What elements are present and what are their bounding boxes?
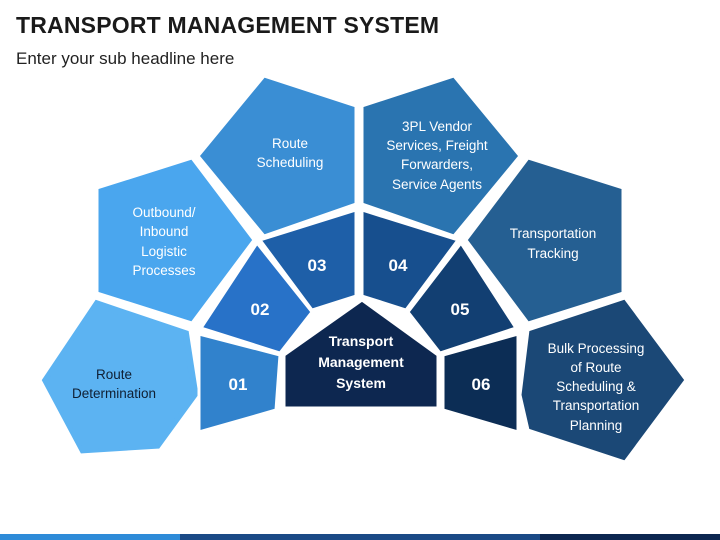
outer-shape-05	[464, 156, 625, 325]
segment-number-05: 05	[451, 300, 470, 319]
outer-label-06: Bulk Processing of Route Scheduling & Tr…	[548, 341, 645, 433]
segment-02	[198, 240, 314, 355]
outer-label-06-line-4: Transportation	[553, 398, 640, 413]
accent-bar-2	[180, 534, 540, 540]
outer-shape-03	[196, 74, 358, 238]
segment-number-06: 06	[472, 375, 491, 394]
segment-04	[360, 207, 461, 312]
outer-pentagon-06	[518, 296, 688, 464]
outer-label-01-line-2: Determination	[72, 386, 156, 401]
outer-shape-06	[518, 296, 688, 464]
segment-number-03: 03	[308, 256, 327, 275]
center-label-line-2: Management	[318, 354, 404, 370]
segment-number-04: 04	[389, 256, 408, 275]
segment-03	[257, 207, 358, 312]
bottom-accent-bar	[0, 534, 720, 540]
center-hub	[282, 298, 440, 410]
outer-shape-02	[95, 156, 256, 325]
outer-label-05-line-2: Tracking	[527, 246, 578, 261]
outer-label-02-line-3: Logistic	[141, 244, 187, 259]
accent-bar-1	[0, 534, 180, 540]
outer-label-04-line-3: Forwarders,	[401, 157, 473, 172]
outer-label-06-line-1: Bulk Processing	[548, 341, 645, 356]
outer-label-04-line-4: Service Agents	[392, 177, 482, 192]
page-subtitle: Enter your sub headline here	[16, 49, 235, 68]
outer-label-04: 3PL Vendor Services, Freight Forwarders,…	[386, 119, 488, 192]
outer-label-01: Route Determination	[72, 367, 156, 401]
outer-label-03-line-2: Scheduling	[257, 155, 324, 170]
outer-label-06-line-2: of Route	[570, 360, 621, 375]
page-title: TRANSPORT MANAGEMENT SYSTEM	[16, 12, 440, 38]
outer-pentagon-05	[464, 156, 625, 325]
outer-label-03-line-1: Route	[272, 136, 308, 151]
outer-label-02: Outbound/ Inbound Logistic Processes	[132, 205, 195, 278]
outer-pentagon-01-inner	[48, 307, 192, 450]
outer-label-04-line-2: Services, Freight	[386, 138, 488, 153]
outer-shape-01	[38, 296, 202, 457]
accent-bar-3	[540, 534, 720, 540]
outer-label-05: Transportation Tracking	[510, 226, 597, 261]
outer-label-05-line-1: Transportation	[510, 226, 597, 241]
outer-label-02-line-4: Processes	[132, 263, 195, 278]
outer-label-04-line-1: 3PL Vendor	[402, 119, 473, 134]
segment-number-01: 01	[229, 375, 248, 394]
center-label-line-1: Transport	[329, 333, 394, 349]
outer-label-06-line-5: Planning	[570, 418, 623, 433]
outer-pentagon-02	[95, 156, 256, 325]
outer-label-03: Route Scheduling	[257, 136, 324, 170]
segment-number-02: 02	[251, 300, 270, 319]
outer-label-06-line-3: Scheduling &	[556, 379, 636, 394]
outer-label-02-line-1: Outbound/	[132, 205, 195, 220]
segment-06	[441, 332, 520, 435]
outer-shape-04	[360, 74, 522, 238]
segment-01	[197, 332, 282, 434]
outer-label-02-line-2: Inbound	[140, 224, 189, 239]
outer-pentagon-04	[360, 74, 522, 238]
outer-pentagon-03	[196, 74, 358, 238]
center-label-line-3: System	[336, 375, 386, 391]
outer-label-01-line-1: Route	[96, 367, 132, 382]
segment-05	[406, 240, 519, 355]
